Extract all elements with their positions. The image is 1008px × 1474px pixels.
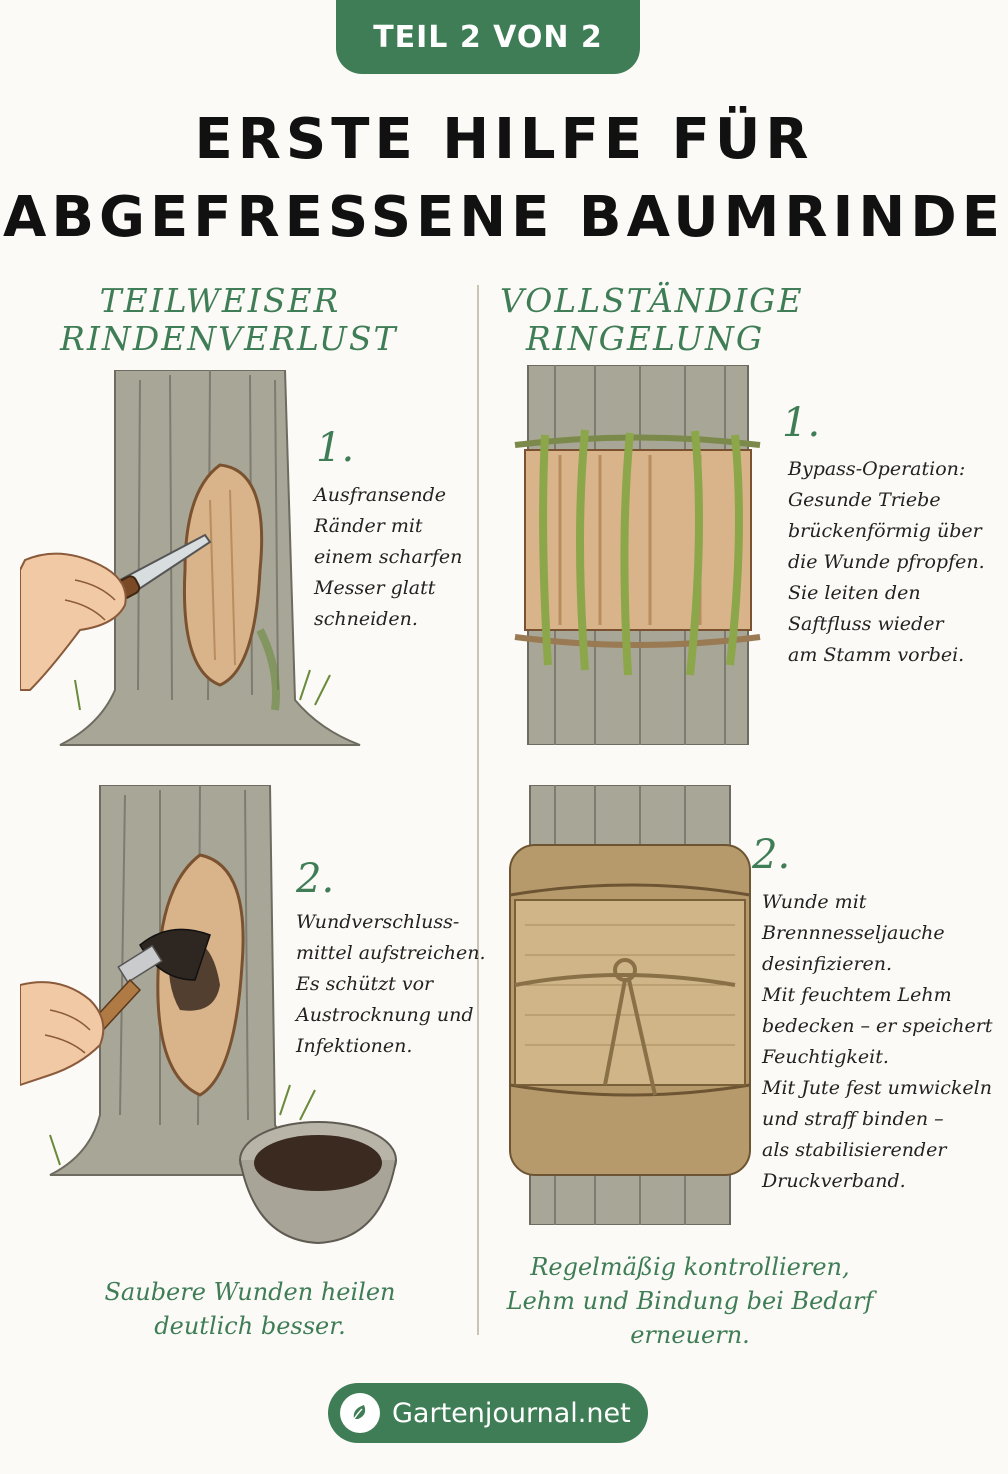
hand-icon [20,981,105,1087]
part-badge: TEIL 2 VON 2 [336,0,640,74]
left-step-2-text: Wundverschluss- mittel aufstreichen. Es … [296,911,486,1057]
tree-knife-illustration [20,370,361,746]
left-closing-note: Saubere Wunden heilen deutlich besser. [104,1278,396,1340]
left-column-heading: TEILWEISER RINDENVERLUST [60,281,398,358]
brand-footer: Gartenjournal.net [328,1383,648,1443]
right-step-2-text: Wunde mit Brennnesseljauche desinfiziere… [762,891,993,1192]
right-heading-line-2: RINGELUNG [525,318,765,358]
bridge-graft-illustration [514,365,761,745]
bark-wound [182,463,264,687]
graft-shoots [539,429,743,676]
left-heading-line-1: TEILWEISER [99,281,341,320]
left-step-1-number: 1. [316,425,355,471]
right-step-1-number: 1. [782,400,821,446]
hand-icon [20,552,127,691]
right-step-1-text: Bypass-Operation: Gesunde Triebe brücken… [788,458,985,666]
leaf-icon [340,1393,380,1433]
knot-icon [514,958,736,1096]
left-step-2-number: 2. [296,856,335,902]
girdled-wound [524,449,752,631]
page-title-line-2: ABGEFRESSENE BAUMRINDE [3,185,1005,250]
tree-brush-illustration [20,785,397,1245]
right-closing-note: Regelmäßig kontrollieren, Lehm und Bindu… [506,1253,874,1349]
sealant-bowl-icon [239,1121,397,1245]
right-step-2-number: 2. [752,832,791,878]
left-heading-line-2: RINDENVERLUST [60,318,398,358]
brand-name: Gartenjournal.net [392,1397,631,1429]
right-column-heading: VOLLSTÄNDIGE RINGELUNG [500,281,804,358]
left-step-1-text: Ausfransende Ränder mit einem scharfen M… [314,484,463,630]
page-title-line-1: ERSTE HILFE FÜR [194,107,814,172]
jute-wrap-illustration [509,785,751,1225]
column-divider [477,285,479,1335]
right-heading-line-1: VOLLSTÄNDIGE [500,281,804,320]
